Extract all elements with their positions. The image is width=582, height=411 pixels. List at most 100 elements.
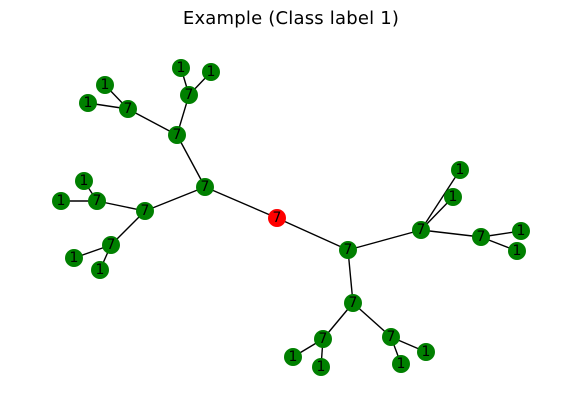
node-circle: [268, 209, 286, 227]
node-circle: [417, 343, 435, 361]
node-label: 7: [319, 331, 328, 347]
node-label: 1: [177, 60, 186, 76]
node-label: 1: [317, 359, 326, 375]
node-label: 1: [422, 344, 431, 360]
node-circle: [119, 100, 137, 118]
edge-n1-n2: [176, 134, 206, 188]
graph-node: 1: [392, 355, 410, 373]
node-label: 1: [513, 243, 522, 259]
node-label: 7: [273, 210, 282, 226]
node-circle: [96, 76, 114, 94]
graph-node: 7: [382, 328, 400, 346]
node-circle: [451, 161, 469, 179]
graph-node: 1: [172, 59, 190, 77]
edge-n17-n25: [347, 229, 422, 251]
edge-n25-n27: [420, 169, 461, 231]
node-circle: [180, 86, 198, 104]
node-circle: [91, 261, 109, 279]
node-label: 7: [141, 203, 150, 219]
node-label: 7: [173, 127, 182, 143]
node-circle: [168, 126, 186, 144]
node-circle: [339, 241, 357, 259]
node-circle: [79, 94, 97, 112]
graph-node: 7: [196, 178, 214, 196]
node-circle: [202, 63, 220, 81]
node-circle: [52, 192, 70, 210]
graph-node: 1: [312, 358, 330, 376]
node-label: 7: [185, 87, 194, 103]
node-circle: [444, 188, 462, 206]
node-label: 1: [456, 162, 465, 178]
edge-n2-n4: [127, 108, 178, 136]
node-circle: [392, 355, 410, 373]
graph-node: 7: [472, 228, 490, 246]
node-label: 7: [417, 222, 426, 238]
node-label: 1: [96, 262, 105, 278]
node-circle: [344, 294, 362, 312]
figure-title: Example (Class label 1): [182, 8, 400, 29]
graph-node: 1: [451, 161, 469, 179]
node-label: 7: [477, 229, 486, 245]
graph-node: 7: [180, 86, 198, 104]
graph-node: 7: [344, 294, 362, 312]
node-circle: [472, 228, 490, 246]
node-label: 1: [207, 64, 216, 80]
graph-node: 1: [444, 188, 462, 206]
node-circle: [284, 348, 302, 366]
node-circle: [172, 59, 190, 77]
graph-node: 1: [284, 348, 302, 366]
node-label: 1: [289, 349, 298, 365]
graph-node: 1: [512, 222, 530, 240]
graph-node: 7: [102, 236, 120, 254]
graph-node: 1: [417, 343, 435, 361]
graph-node: 1: [75, 172, 93, 190]
edge-n25-n28: [420, 229, 482, 238]
graph-node: 1: [65, 249, 83, 267]
graph-node: 7: [339, 241, 357, 259]
node-label: 7: [201, 179, 210, 195]
node-circle: [312, 358, 330, 376]
node-circle: [382, 328, 400, 346]
node-label: 7: [349, 295, 358, 311]
graph-node: 1: [52, 192, 70, 210]
node-label: 1: [70, 250, 79, 266]
node-label: 7: [124, 101, 133, 117]
node-label: 1: [57, 193, 66, 209]
node-label: 1: [80, 173, 89, 189]
node-label: 1: [449, 189, 458, 205]
node-label: 7: [107, 237, 116, 253]
graph-node: 1: [96, 76, 114, 94]
node-label: 7: [93, 193, 102, 209]
graph-node: 1: [508, 242, 526, 260]
graph-node: 1: [202, 63, 220, 81]
node-label: 7: [387, 329, 396, 345]
node-circle: [136, 202, 154, 220]
root-node: 7: [268, 209, 286, 227]
node-circle: [65, 249, 83, 267]
node-circle: [102, 236, 120, 254]
node-circle: [412, 221, 430, 239]
graph-node: 7: [88, 192, 106, 210]
graph-node: 7: [314, 330, 332, 348]
node-label: 1: [84, 95, 93, 111]
node-circle: [314, 330, 332, 348]
graph-node: 7: [119, 100, 137, 118]
node-label: 1: [397, 356, 406, 372]
edge-n0-n1: [204, 186, 278, 219]
graph-node: 7: [136, 202, 154, 220]
node-label: 1: [517, 223, 526, 239]
node-circle: [508, 242, 526, 260]
graph-node: 1: [91, 261, 109, 279]
node-circle: [196, 178, 214, 196]
edge-n1-n10: [144, 186, 206, 212]
node-circle: [88, 192, 106, 210]
graph-node: 1: [79, 94, 97, 112]
edge-n0-n17: [276, 217, 349, 251]
node-label: 7: [344, 242, 353, 258]
graph-node: 7: [412, 221, 430, 239]
node-circle: [75, 172, 93, 190]
graph-node: 7: [168, 126, 186, 144]
node-label: 1: [101, 77, 110, 93]
